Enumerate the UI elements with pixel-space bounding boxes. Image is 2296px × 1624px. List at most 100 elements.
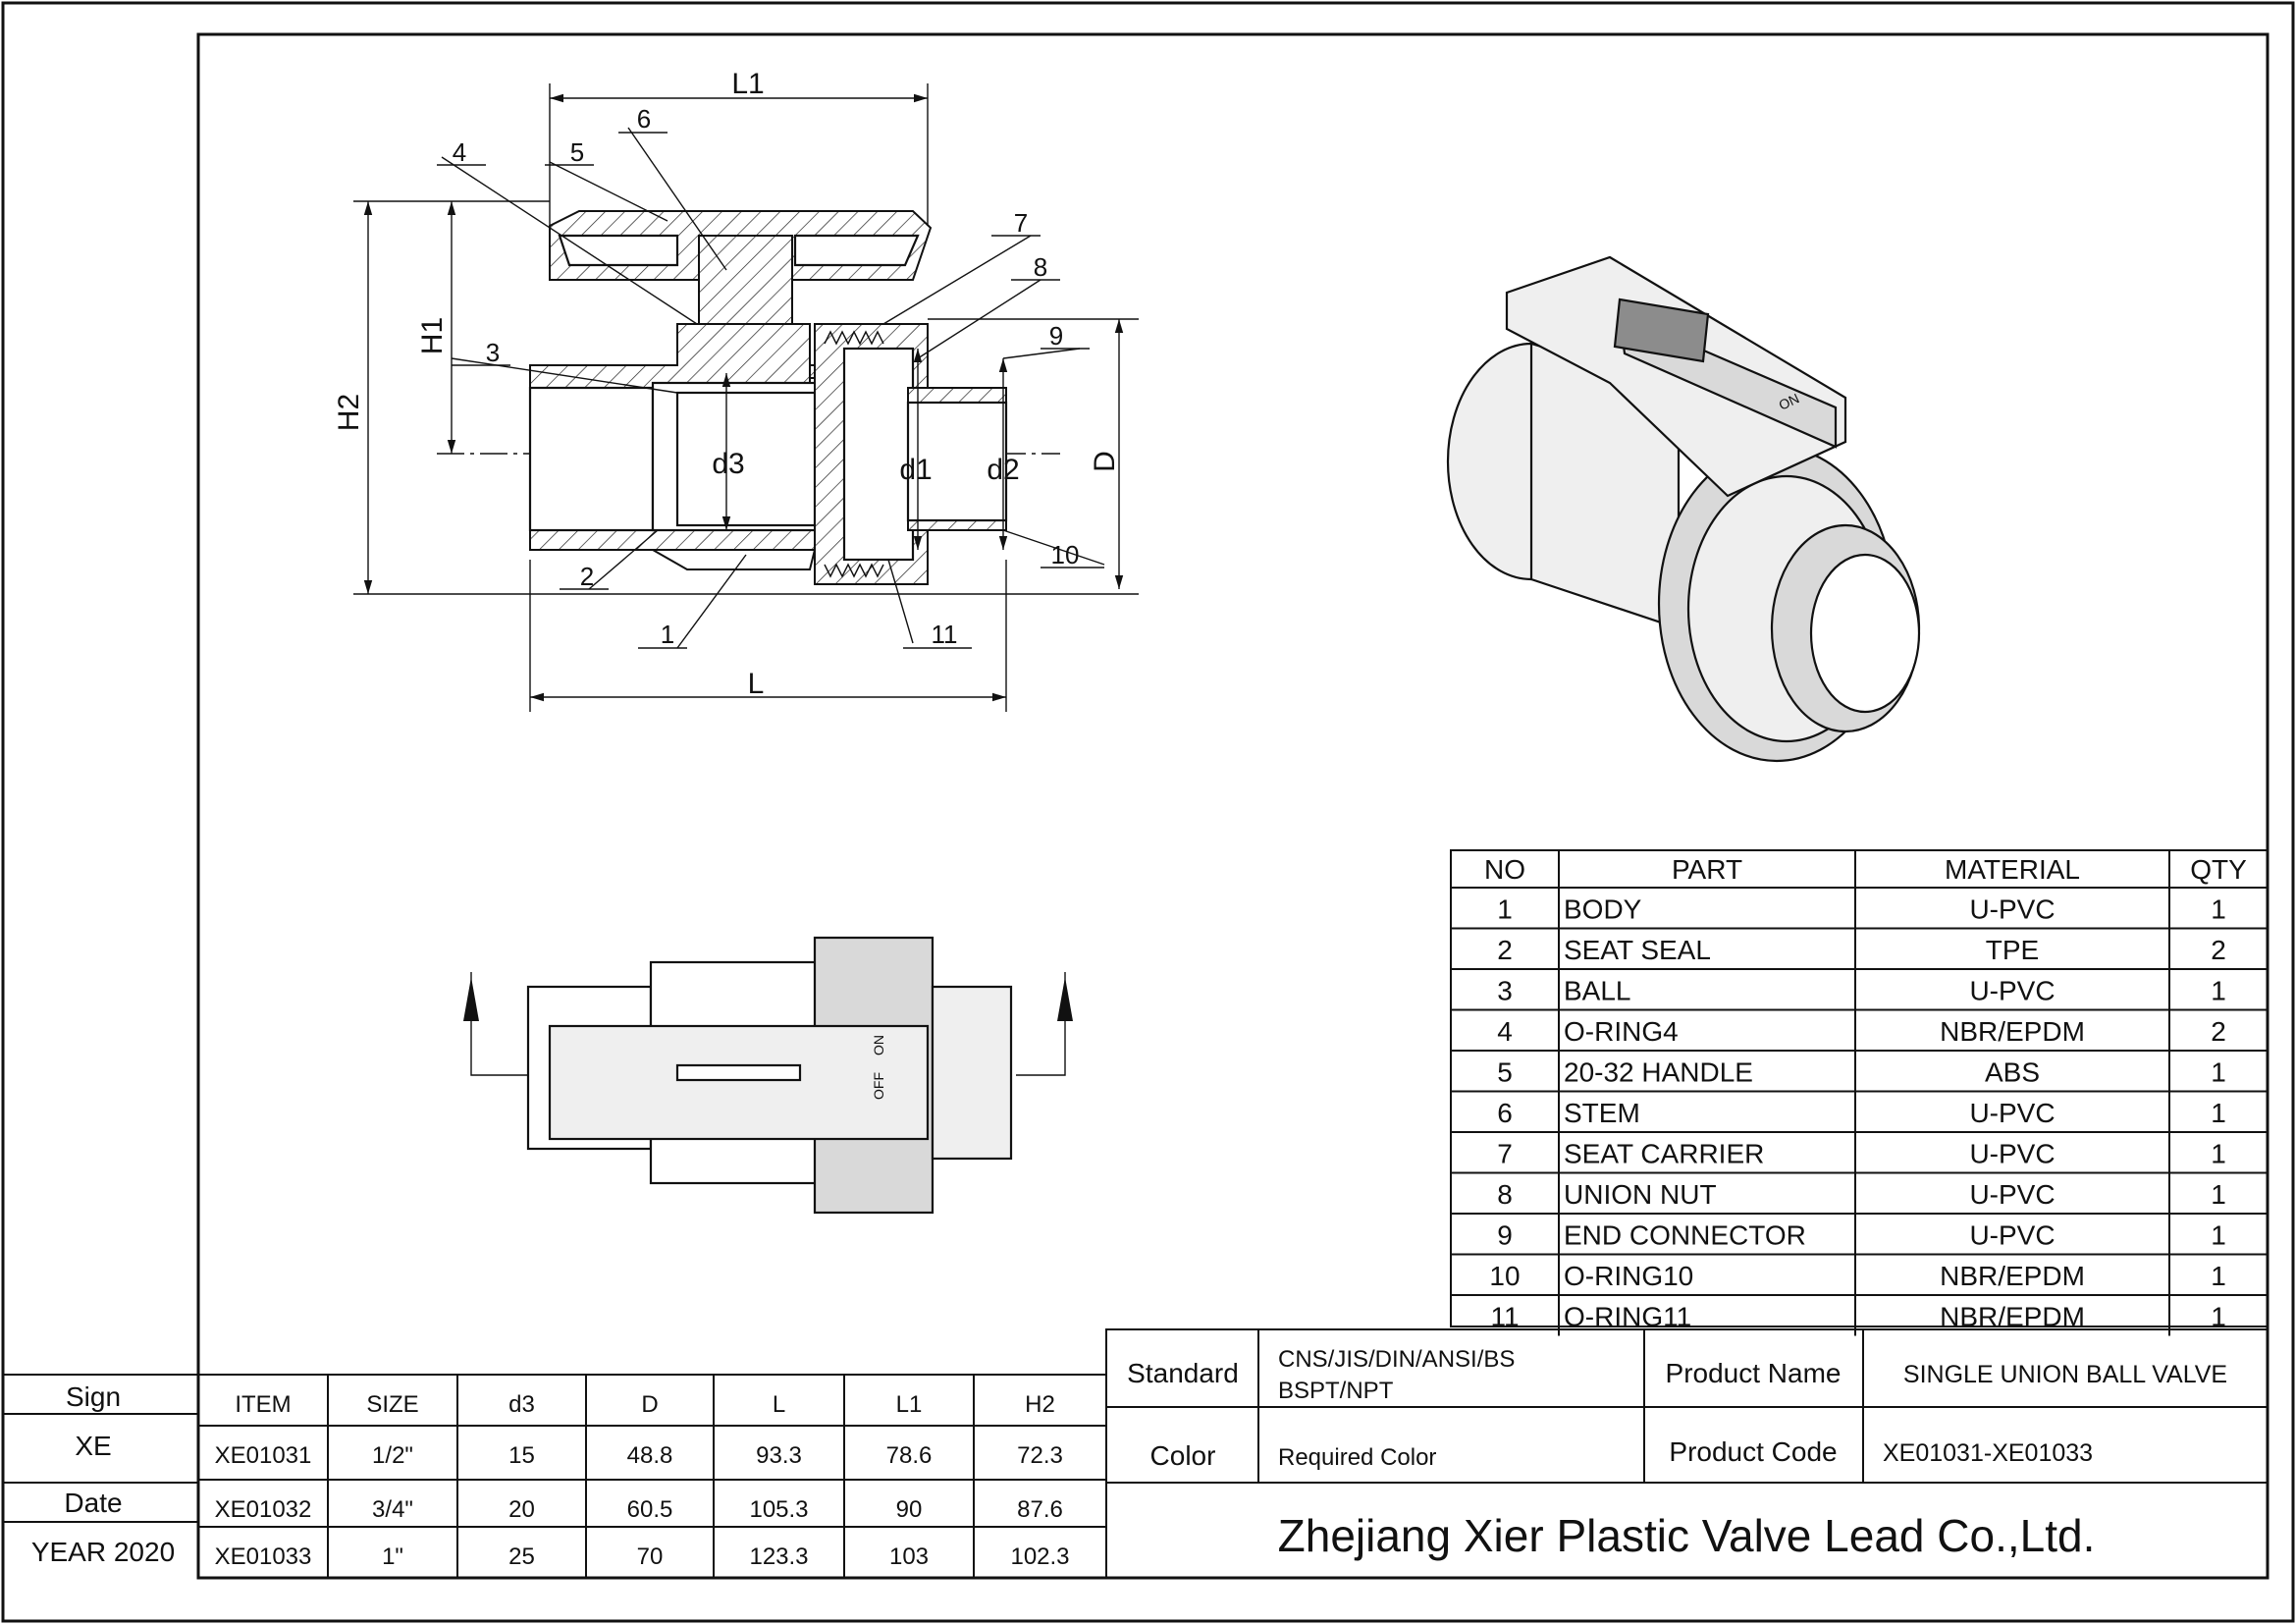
parts-cell-no: 6 [1497,1098,1513,1128]
size-header: d3 [508,1391,535,1418]
callout-4: 4 [453,137,466,167]
size-cell: 103 [889,1543,929,1570]
callout-9: 9 [1049,321,1063,351]
size-cell: 102.3 [1010,1543,1069,1570]
product-name: SINGLE UNION BALL VALVE [1903,1361,2227,1388]
parts-cell-material: U-PVC [1969,894,2055,925]
size-cell: 1" [382,1543,403,1570]
parts-cell-material: NBR/EPDM [1940,1261,2085,1291]
title-block: Standard CNS/JIS/DIN/ANSI/BS BSPT/NPT Pr… [1105,1328,2269,1579]
size-cell: XE01033 [215,1543,312,1570]
standard-value-2: BSPT/NPT [1278,1378,1394,1404]
product-code: XE01031-XE01033 [1883,1439,2093,1467]
size-header: H2 [1025,1391,1055,1418]
size-cell: XE01032 [215,1496,312,1523]
callout-11: 11 [932,620,958,649]
parts-cell-part: O-RING4 [1564,1016,1679,1047]
callout-2: 2 [580,562,594,591]
callout-5: 5 [570,137,584,167]
color-value: Required Color [1278,1444,1436,1471]
parts-cell-material: NBR/EPDM [1940,1302,2085,1332]
parts-cell-no: 10 [1489,1261,1520,1291]
sign-block: Sign XE Date YEAR 2020 [3,1374,198,1567]
dim-h1: H1 [416,317,449,354]
dim-d: D [1089,451,1121,472]
dim-d1: d1 [899,454,932,486]
parts-cell-no: 4 [1497,1016,1513,1047]
parts-cell-material: U-PVC [1969,1220,2055,1251]
parts-cell-qty: 1 [2211,894,2226,925]
parts-cell-part: END CONNECTOR [1564,1220,1806,1251]
plan-view: ON OFF [463,936,1073,1215]
dim-l: L [748,668,765,700]
parts-cell-no: 1 [1497,894,1513,925]
plan-handle-off: OFF [871,1072,886,1100]
parts-cell-qty: 1 [2211,976,2226,1006]
size-cell: 105.3 [749,1496,808,1523]
parts-cell-qty: 1 [2211,1098,2226,1128]
callout-1: 1 [661,620,674,649]
parts-header-no: NO [1484,854,1525,885]
color-label: Color [1150,1440,1216,1471]
parts-cell-material: U-PVC [1969,1179,2055,1210]
size-header: SIZE [366,1391,418,1418]
parts-cell-part: BODY [1564,894,1642,925]
section-view: L1 L H1 H2 D d1 d2 d3 1 2 3 4 5 6 7 8 9 … [333,68,1139,712]
size-cell: 78.6 [886,1442,933,1469]
parts-cell-material: TPE [1986,935,2039,965]
parts-cell-qty: 2 [2211,1016,2226,1047]
callout-3: 3 [486,338,500,367]
parts-cell-part: O-RING10 [1564,1261,1693,1291]
size-cell: 123.3 [749,1543,808,1570]
date-value: YEAR 2020 [31,1537,175,1567]
parts-cell-no: 11 [1490,1302,1519,1332]
parts-cell-no: 5 [1497,1057,1513,1088]
size-cell: 25 [508,1543,535,1570]
parts-cell-part: BALL [1564,976,1631,1006]
size-cell: 1/2" [372,1442,413,1469]
inner-border [196,32,2269,1580]
company-name: Zhejiang Xier Plastic Valve Lead Co.,Ltd… [1278,1510,2096,1561]
sign-label: Sign [66,1381,121,1412]
product-name-label: Product Name [1666,1358,1842,1388]
size-cell: 93.3 [756,1442,802,1469]
callout-6: 6 [637,104,651,134]
product-code-label: Product Code [1669,1436,1837,1467]
standard-label: Standard [1127,1358,1239,1388]
dim-h2: H2 [333,394,365,431]
parts-cell-no: 8 [1497,1179,1513,1210]
callout-7: 7 [1014,208,1028,238]
size-header: L [773,1391,785,1418]
callout-8: 8 [1034,252,1047,282]
size-cell: XE01031 [215,1442,312,1469]
sign-value: XE [75,1431,111,1461]
size-cell: 70 [637,1543,664,1570]
parts-cell-material: U-PVC [1969,976,2055,1006]
parts-header-part: PART [1672,854,1742,885]
size-cell: 15 [508,1442,535,1469]
size-cell: 72.3 [1017,1442,1063,1469]
parts-cell-qty: 1 [2211,1261,2226,1291]
parts-cell-material: NBR/EPDM [1940,1016,2085,1047]
size-header: D [641,1391,658,1418]
parts-cell-no: 9 [1497,1220,1513,1251]
callout-10: 10 [1051,540,1080,569]
parts-cell-qty: 2 [2211,935,2226,965]
dim-d2: d2 [987,454,1019,486]
size-header: L1 [896,1391,923,1418]
parts-header-material: MATERIAL [1945,854,2080,885]
plan-handle [548,1024,930,1141]
parts-cell-qty: 1 [2211,1302,2226,1332]
parts-cell-no: 7 [1497,1139,1513,1169]
size-header: ITEM [235,1391,291,1418]
standard-value-1: CNS/JIS/DIN/ANSI/BS [1278,1346,1515,1373]
parts-header-qty: QTY [2190,854,2247,885]
parts-cell-qty: 1 [2211,1057,2226,1088]
dim-l1: L1 [731,68,764,100]
parts-cell-material: ABS [1985,1057,2040,1088]
parts-cell-part: 20-32 HANDLE [1564,1057,1753,1088]
parts-cell-part: O-RING11 [1564,1302,1691,1332]
